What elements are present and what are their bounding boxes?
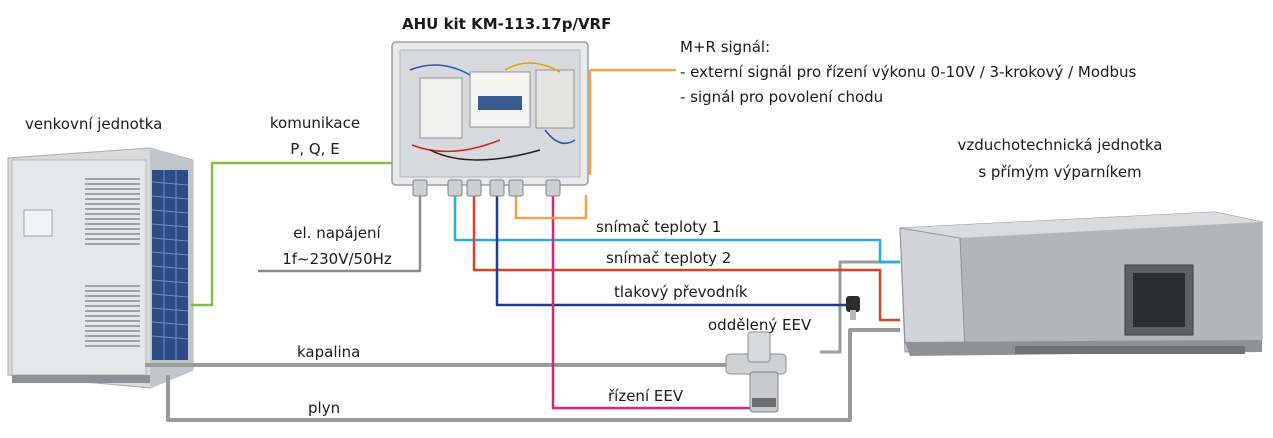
ahu-label-line2: s přímým výparníkem: [935, 163, 1185, 181]
communication-codes: P, Q, E: [255, 140, 375, 158]
separate-eev-label: oddělený EEV: [708, 316, 811, 334]
liquid-label: kapalina: [297, 343, 360, 361]
signal-line-1: - externí signál pro řízení výkonu 0-10V…: [680, 63, 1136, 81]
power-label: el. napájení: [262, 224, 412, 242]
kit-title: AHU kit KM-113.17p/VRF: [402, 15, 611, 33]
spare-signal-wire: [516, 195, 586, 218]
pressure-transducer-image: [846, 296, 860, 320]
temp-sensor-2-label: snímač teploty 2: [606, 249, 731, 267]
communication-label: komunikace: [255, 114, 375, 132]
refrigerant-pipes: [145, 262, 900, 420]
ahu-unit-image: [900, 212, 1262, 356]
outdoor-unit-label: venkovní jednotka: [25, 115, 162, 133]
signal-title: M+R signál:: [680, 38, 770, 56]
power-spec: 1f~230V/50Hz: [262, 250, 412, 268]
eev-control-label: řízení EEV: [608, 387, 683, 405]
gas-pipe: [168, 330, 900, 420]
ahu-kit-box-image: [392, 42, 588, 196]
ahu-label-line1: vzduchotechnická jednotka: [935, 136, 1185, 154]
pressure-transducer-label: tlakový převodník: [614, 283, 748, 301]
eev-valve-image: [726, 332, 786, 412]
mr-signal-wire: [590, 70, 676, 175]
signal-line-2: - signál pro povolení chodu: [680, 88, 883, 106]
gas-label: plyn: [308, 399, 340, 417]
temp-sensor-1-label: snímač teploty 1: [596, 218, 721, 236]
outdoor-unit-image: [8, 148, 193, 388]
